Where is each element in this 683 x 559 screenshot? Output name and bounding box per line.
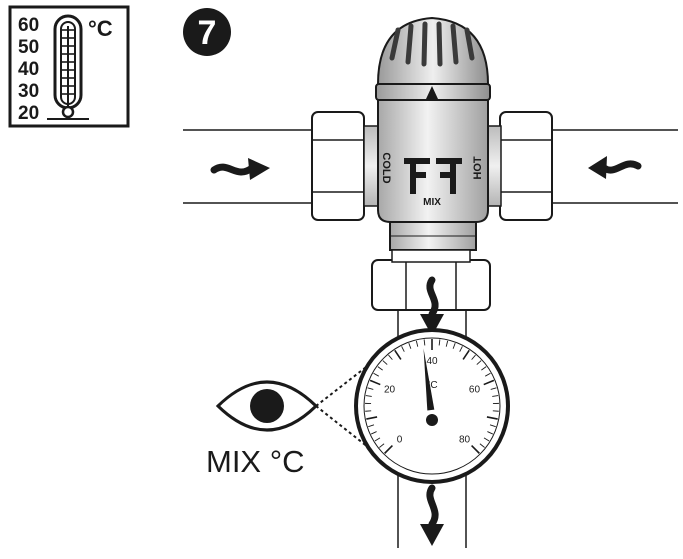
gauge-scale-label: 80 (459, 435, 471, 446)
thermometer-icon (47, 14, 89, 120)
gauge-tick (483, 437, 490, 442)
outlet-flow-arrow-icon (420, 484, 444, 546)
gauge-tick (438, 339, 441, 346)
gauge-tick (388, 354, 393, 360)
gauge-tick (394, 349, 402, 360)
gauge-tick (485, 372, 491, 377)
gauge-scale-label: 20 (384, 384, 396, 395)
outlet-flow-arrow-icon (420, 276, 444, 336)
gauge-tick (462, 349, 470, 360)
gauge-scale-label: 60 (469, 384, 481, 395)
scale-tick-label: 50 (18, 37, 39, 58)
gauge-tick (483, 379, 495, 386)
step-badge: 7 (183, 8, 231, 56)
gauge-tick (377, 366, 383, 371)
scale-tick-label: 60 (18, 15, 39, 36)
temperature-scale-icon: 60 50 40 30 20 °C (8, 5, 130, 128)
scale-tick-label: 20 (18, 103, 39, 124)
gauge-ticks (365, 339, 499, 454)
gauge-tick (415, 340, 419, 347)
gauge-tick (487, 431, 494, 435)
gauge-tick (471, 354, 476, 360)
cold-flow-arrow-icon (210, 158, 270, 180)
gauge-needle (423, 348, 435, 411)
gauge-tick (489, 424, 496, 428)
gauge-scale-label: 40 (426, 356, 438, 367)
mix-label: MIX (423, 197, 441, 208)
gauge-tick (476, 360, 482, 365)
cold-inlet-pipe (183, 129, 312, 204)
brand-logo-icon (404, 158, 462, 194)
gauge-tick (368, 424, 375, 428)
scale-unit-label: °C (88, 16, 113, 41)
gauge-unit-label: °C (426, 380, 437, 391)
step-number: 7 (198, 14, 217, 52)
temperature-gauge: 0 20 40 60 80 °C (354, 328, 510, 484)
hot-flow-arrow-icon (588, 156, 642, 179)
gauge-tick (452, 342, 456, 349)
gauge-tick (479, 443, 485, 448)
cold-side-nut (311, 111, 383, 221)
gauge-tick (401, 346, 405, 352)
gauge-tick (373, 372, 379, 377)
mixing-valve-body: COLD HOT MIX (377, 97, 489, 251)
scale-tick-label: 40 (18, 59, 39, 80)
gauge-tick (366, 416, 378, 420)
adjustment-knob (375, 16, 491, 101)
scale-tick-label: 30 (18, 81, 39, 102)
gauge-tick (374, 437, 381, 442)
hot-label: HOT (472, 156, 484, 180)
gauge-tick (367, 387, 374, 390)
cold-label: COLD (380, 152, 392, 183)
gauge-tick (369, 379, 381, 386)
gauge-tick (384, 445, 393, 454)
gauge-tick (459, 346, 463, 352)
gauge-pivot (426, 414, 438, 426)
eye-icon (215, 380, 319, 432)
gauge-tick (481, 366, 487, 371)
gauge-tick (445, 340, 449, 347)
hot-side-nut (482, 111, 553, 221)
gauge-tick (423, 339, 426, 346)
gauge-tick (379, 443, 385, 448)
gauge-tick (370, 431, 377, 435)
gauge-tick (471, 445, 480, 454)
gauge-tick (490, 387, 497, 390)
gauge-tick (492, 395, 499, 397)
gauge-tick (365, 395, 372, 397)
gauge-tick (486, 416, 498, 420)
mix-temperature-caption: MIX °C (206, 444, 305, 479)
gauge-tick (382, 360, 388, 365)
gauge-tick (408, 342, 412, 349)
hot-inlet-pipe (552, 129, 678, 204)
gauge-scale-label: 0 (397, 435, 403, 446)
